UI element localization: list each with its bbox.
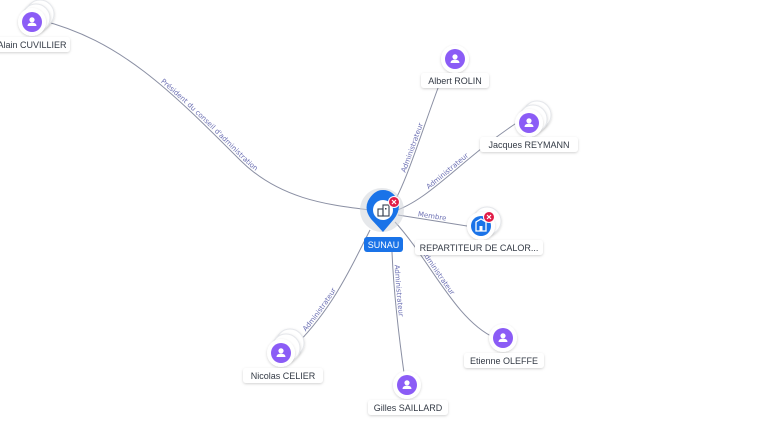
person-icon <box>397 375 417 395</box>
remove-icon[interactable] <box>388 196 400 208</box>
person-icon <box>493 328 513 348</box>
node-sunau[interactable]: SUNAU <box>360 188 404 252</box>
node-label: REPARTITEUR DE CALOR... <box>420 243 539 253</box>
building-icon <box>377 204 390 217</box>
person-icon <box>519 113 539 133</box>
edge-repartiteur: Membre <box>397 210 468 227</box>
edge-label: Président du conseil d'administration <box>159 77 259 172</box>
edge-label: Administrateur <box>301 286 338 332</box>
person-icon <box>22 12 42 32</box>
node-label: Gilles SAILLARD <box>374 403 443 413</box>
edge-reymann: Administrateur <box>391 121 519 213</box>
node-repartiteur[interactable]: REPARTITEUR DE CALOR... <box>415 206 543 255</box>
edge-rolin: Administrateur <box>388 74 444 211</box>
node-label: Alain CUVILLIER <box>0 40 67 50</box>
node-label: Albert ROLIN <box>428 76 482 86</box>
node-albert-rolin[interactable]: Albert ROLIN <box>421 45 489 88</box>
node-label: SUNAU <box>368 240 400 250</box>
remove-icon[interactable] <box>483 211 495 223</box>
node-gilles-saillard[interactable]: Gilles SAILLARD <box>368 371 448 415</box>
node-alain-cuvillier[interactable]: Alain CUVILLIER <box>0 0 70 52</box>
node-nicolas-celier[interactable]: Nicolas CELIER <box>243 328 323 383</box>
edge-cuvillier: Président du conseil d'administration <box>39 19 371 211</box>
edge-label: Administrateur <box>400 122 425 174</box>
edge-celier: Administrateur <box>295 229 371 346</box>
person-icon <box>271 343 291 363</box>
node-label: Nicolas CELIER <box>251 371 316 381</box>
person-icon <box>445 49 465 69</box>
edge-label: Administrateur <box>393 265 405 318</box>
edge-label: Administrateur <box>425 152 470 191</box>
edge-label: Administrateur <box>420 249 456 297</box>
edge-saillard: Administrateur <box>391 251 406 381</box>
node-label: Etienne OLEFFE <box>470 356 538 366</box>
node-etienne-oleffe[interactable]: Etienne OLEFFE <box>464 324 544 368</box>
node-jacques-reymann[interactable]: Jacques REYMANN <box>480 100 578 152</box>
node-label: Jacques REYMANN <box>488 140 569 150</box>
